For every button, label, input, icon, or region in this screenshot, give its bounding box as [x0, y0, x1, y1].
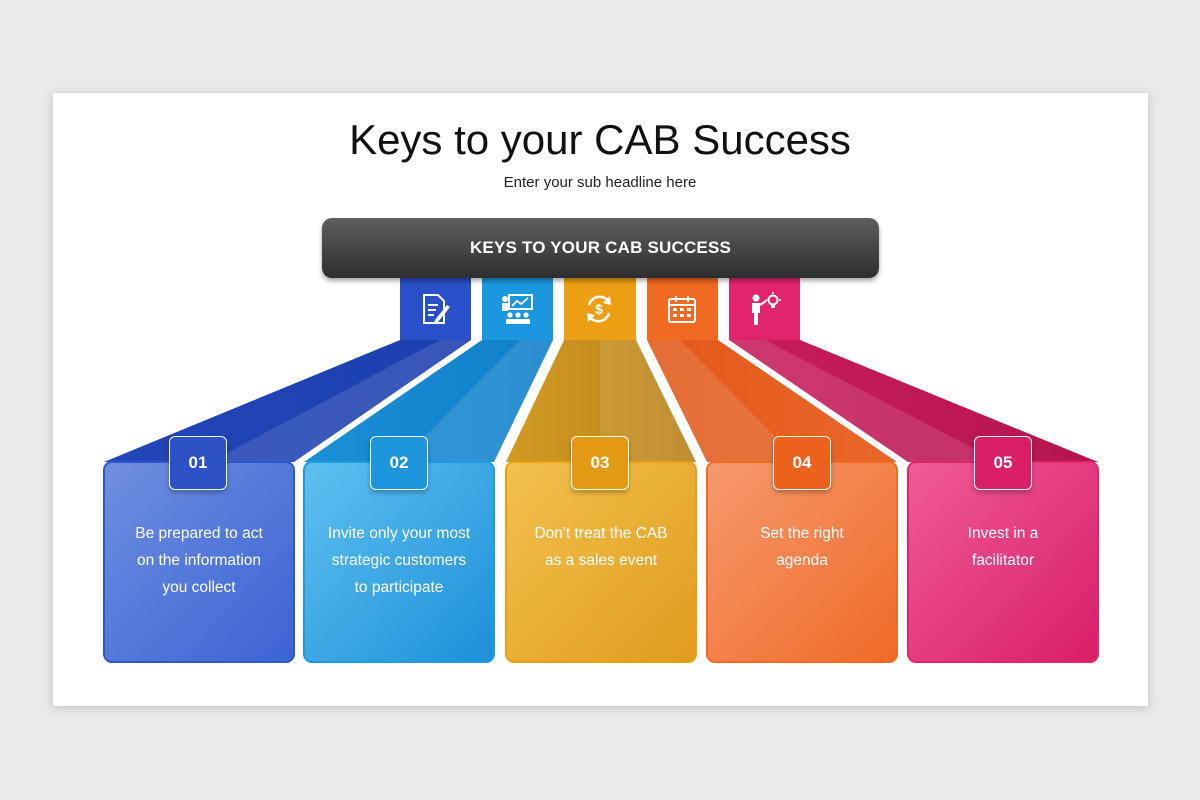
dollar-cycle-icon: $ [564, 278, 634, 340]
ribbon-3 [506, 340, 696, 462]
card-text-5: Invest in a facilitator [908, 520, 1098, 574]
card-1-line-2: on the information [136, 552, 262, 569]
presentation-meeting-icon [482, 278, 552, 340]
card-5-line-2: facilitator [971, 552, 1035, 569]
card-1-line-1: Be prepared to act [135, 525, 263, 542]
card-2-line-1: Invite only your most [327, 525, 471, 542]
step-number-3: 03 [571, 436, 629, 490]
ribbon-3-shine [600, 340, 696, 462]
card-2-line-3: to participate [354, 579, 444, 596]
step-number-2: 02 [370, 436, 428, 490]
step-number-4: 04 [773, 436, 831, 490]
ribbon-5 [729, 340, 1098, 462]
ribbon-1-shine [210, 340, 471, 462]
ribbon-2-shine [400, 340, 553, 462]
card-text-2: Invite only your most strategic customer… [304, 520, 494, 601]
card-3-line-1: Don't treat the CAB [534, 525, 668, 542]
card-5-line-1: Invest in a [967, 525, 1039, 542]
card-text-3: Don't treat the CAB as a sales event [506, 520, 696, 574]
card-3-line-2: as a sales event [544, 552, 657, 569]
tab-3 [564, 278, 636, 340]
card-text-4: Set the right agenda [707, 520, 897, 574]
banner: KEYS TO YOUR CAB SUCCESS [322, 218, 879, 278]
card-text-1: Be prepared to act on the information yo… [104, 520, 294, 601]
ribbon-4-shine [647, 340, 800, 462]
card-1-line-3: you collect [162, 579, 236, 596]
page-title: Keys to your CAB Success [349, 116, 851, 163]
document-pen-icon [400, 278, 470, 340]
ribbon-1 [104, 340, 471, 462]
person-idea-icon [729, 278, 799, 340]
page-subtitle: Enter your sub headline here [503, 174, 697, 191]
ribbon-5-shine [729, 340, 1000, 462]
card-2-line-2: strategic customers [331, 552, 467, 569]
card-4-line-2: agenda [776, 552, 828, 569]
calendar-icon [647, 278, 717, 340]
ribbon-2 [304, 340, 553, 462]
card-4-line-1: Set the right [760, 525, 844, 542]
svg-text:$: $ [595, 301, 603, 317]
tab-5 [729, 278, 800, 340]
step-number-1: 01 [169, 436, 227, 490]
ribbon-4 [647, 340, 897, 462]
step-number-5: 05 [974, 436, 1032, 490]
